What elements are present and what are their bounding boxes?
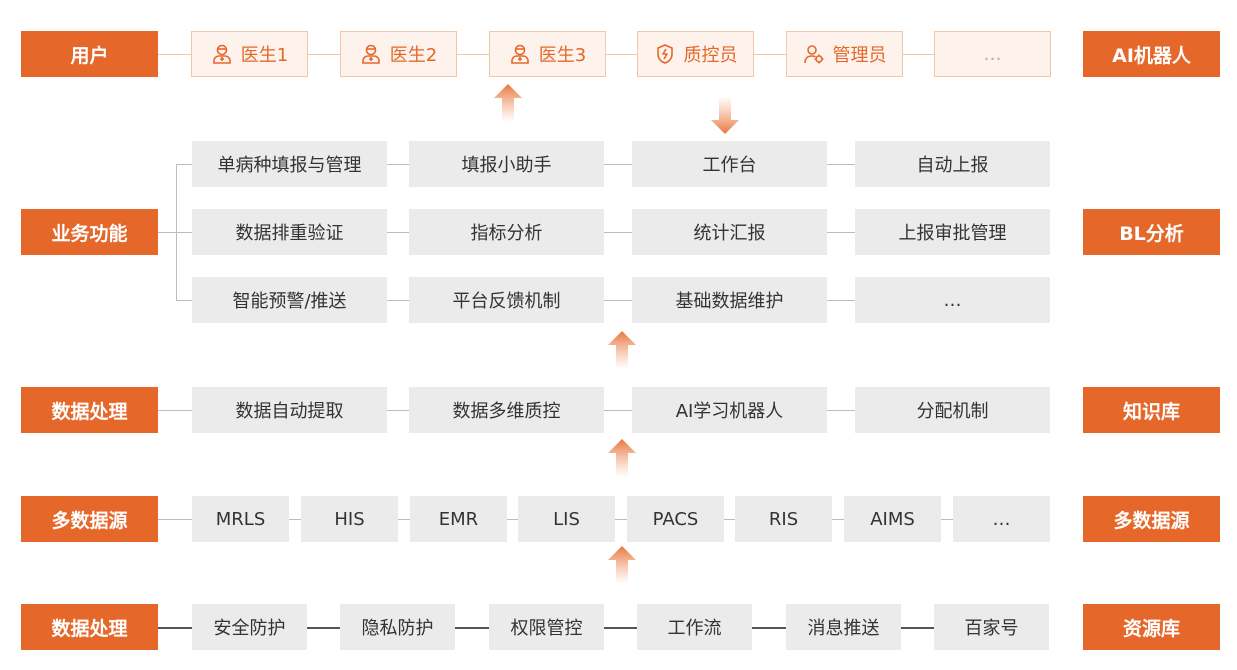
- user-label-doctor-2: 医生2: [389, 45, 438, 66]
- business-item[interactable]: 自动上报: [855, 141, 1050, 187]
- admin-user-icon: [803, 45, 823, 64]
- source-item[interactable]: RIS: [735, 496, 832, 542]
- source-item[interactable]: MRLS: [192, 496, 289, 542]
- user-label-admin: 管理员: [832, 45, 887, 66]
- source-item[interactable]: HIS: [301, 496, 398, 542]
- processing-item[interactable]: 分配机制: [855, 387, 1050, 433]
- user-label-quality-controller: 质控员: [683, 45, 738, 66]
- source-item[interactable]: AIMS: [844, 496, 941, 542]
- user-box-quality-controller[interactable]: 质控员: [637, 31, 754, 77]
- foundation-item[interactable]: 消息推送: [786, 604, 901, 650]
- doctor-icon: [361, 44, 380, 64]
- business-item[interactable]: 上报审批管理: [855, 209, 1050, 255]
- source-item[interactable]: …: [953, 496, 1050, 542]
- doctor-icon: [212, 44, 231, 64]
- row-label-business: 业务功能: [21, 209, 158, 255]
- row-right-label-ai-robot: AI机器人: [1083, 31, 1220, 77]
- row-right-label-resource-base: 资源库: [1083, 604, 1220, 650]
- arrow-up-to-business: [608, 331, 636, 369]
- business-item[interactable]: 智能预警/推送: [192, 277, 387, 323]
- user-box-doctor-2[interactable]: 医生2: [340, 31, 457, 77]
- business-stub-line: [158, 232, 176, 233]
- source-item[interactable]: LIS: [518, 496, 615, 542]
- doctor-icon: [510, 44, 529, 64]
- foundation-item[interactable]: 百家号: [934, 604, 1049, 650]
- row-label-users: 用户: [21, 31, 158, 77]
- business-item[interactable]: 指标分析: [409, 209, 604, 255]
- foundation-item[interactable]: 安全防护: [192, 604, 307, 650]
- row-right-label-bl-analysis: BL分析: [1083, 209, 1220, 255]
- row-right-label-sources: 多数据源: [1083, 496, 1220, 542]
- row-label-foundation: 数据处理: [21, 604, 158, 650]
- user-label-more: …: [983, 43, 1002, 65]
- row-right-label-knowledge-base: 知识库: [1083, 387, 1220, 433]
- source-item[interactable]: EMR: [410, 496, 507, 542]
- source-item[interactable]: PACS: [627, 496, 724, 542]
- user-label-doctor-3: 医生3: [538, 45, 587, 66]
- foundation-item[interactable]: 隐私防护: [340, 604, 455, 650]
- business-item[interactable]: 平台反馈机制: [409, 277, 604, 323]
- user-box-doctor-1[interactable]: 医生1: [191, 31, 308, 77]
- processing-item[interactable]: AI学习机器人: [632, 387, 827, 433]
- processing-item[interactable]: 数据多维质控: [409, 387, 604, 433]
- arrow-up-to-processing: [608, 439, 636, 477]
- shield-lightning-icon: [656, 44, 673, 64]
- business-item[interactable]: 基础数据维护: [632, 277, 827, 323]
- row-label-sources: 多数据源: [21, 496, 158, 542]
- row-label-processing: 数据处理: [21, 387, 158, 433]
- business-item[interactable]: 单病种填报与管理: [192, 141, 387, 187]
- user-box-more[interactable]: …: [934, 31, 1051, 77]
- user-box-doctor-3[interactable]: 医生3: [489, 31, 606, 77]
- foundation-item[interactable]: 工作流: [637, 604, 752, 650]
- processing-item[interactable]: 数据自动提取: [192, 387, 387, 433]
- business-row-1-line: [176, 164, 1048, 165]
- arrow-up-to-users: [494, 84, 522, 122]
- business-item[interactable]: 统计汇报: [632, 209, 827, 255]
- arrow-up-to-sources: [608, 546, 636, 584]
- business-item[interactable]: …: [855, 277, 1050, 323]
- arrow-down-from-users: [711, 96, 739, 134]
- business-row-3-line: [176, 300, 1048, 301]
- foundation-item[interactable]: 权限管控: [489, 604, 604, 650]
- business-item[interactable]: 填报小助手: [409, 141, 604, 187]
- user-box-admin[interactable]: 管理员: [786, 31, 903, 77]
- user-label-doctor-1: 医生1: [240, 45, 289, 66]
- business-item[interactable]: 数据排重验证: [192, 209, 387, 255]
- business-item[interactable]: 工作台: [632, 141, 827, 187]
- business-row-2-line: [176, 232, 1048, 233]
